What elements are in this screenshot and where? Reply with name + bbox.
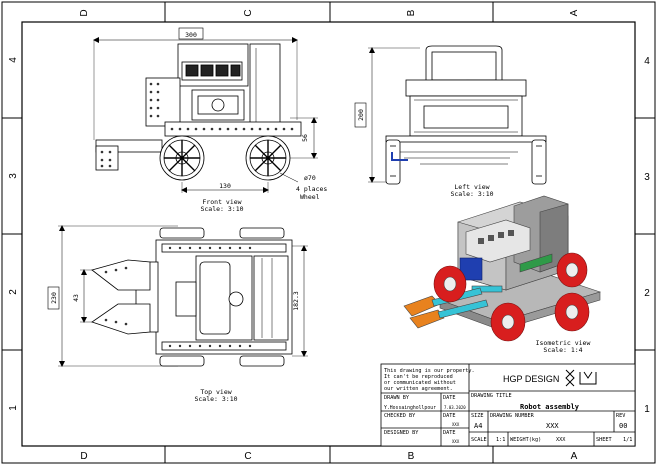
sheet-value: 1/1 [623, 437, 632, 443]
notice-line-3: or communicated without [384, 380, 456, 386]
title-block [380, 363, 636, 447]
front-dim-wheelbase-label: 130 [219, 182, 231, 190]
isometric-view-labels: Isometric view Scale: 1:4 [536, 339, 591, 354]
iso-view-title: Isometric view [536, 339, 591, 347]
drawn-date-label: DATE [443, 395, 456, 401]
drawing-title-label: DRAWING TITLE [471, 393, 512, 399]
zone-labels: D C B A D C B A 4 3 2 1 4 3 2 1 [8, 9, 650, 462]
front-wheel-left [159, 135, 205, 181]
rev-value: 00 [619, 422, 627, 430]
drawn-by-value: Y.Hossainghollpour [384, 405, 436, 411]
size-value: A4 [474, 422, 482, 430]
front-view-labels: 300 130 56 ø70 4 places Wheel Front view… [185, 31, 327, 213]
drawn-date-value: 7.03.2020 [444, 405, 466, 410]
top-view-scale: Scale: 3:10 [194, 395, 237, 403]
notice-line-2: It can't be reproduced [384, 374, 453, 380]
zone-left-2: 2 [8, 289, 19, 295]
zone-bottom-a: A [571, 451, 578, 462]
left-dim-height-label: 200 [357, 109, 365, 121]
front-view-scale: Scale: 3:10 [200, 205, 243, 213]
top-dim-length-label: 182.3 [292, 291, 300, 311]
zone-bottom-d: D [80, 451, 87, 462]
checked-by-label: CHECKED BY [384, 413, 416, 419]
top-view-labels: 230 43 182.3 Top view Scale: 3:10 [50, 291, 300, 403]
size-label: SIZE [471, 413, 484, 419]
front-dim-width-label: 300 [185, 31, 197, 39]
drawn-by-label: DRAWN BY [384, 395, 410, 401]
scale-label: SCALE [471, 437, 487, 443]
zone-bottom-b: B [408, 451, 415, 462]
isometric-view [403, 195, 601, 342]
drawing-number-value: XXX [546, 422, 559, 430]
weight-value: XXX [556, 437, 566, 443]
designed-by-label: DESIGNED BY [384, 430, 419, 436]
checked-date-value: XXX [452, 422, 460, 427]
notice-line-1: This drawing is our property. [384, 368, 475, 374]
front-view [93, 27, 318, 193]
rev-label: REV [616, 413, 625, 419]
iso-view-scale: Scale: 1:4 [543, 346, 582, 354]
left-view [354, 45, 547, 185]
front-note-line1: 4 places [296, 185, 327, 193]
front-dim-height-label: 56 [301, 134, 309, 142]
iso-wheel-back-right [556, 252, 588, 288]
front-note-line2: Wheel [300, 193, 320, 201]
sheet-label: SHEET [596, 437, 612, 443]
zone-right-1: 1 [644, 404, 650, 415]
zone-left-4: 4 [8, 57, 19, 63]
zone-top-a: A [569, 9, 580, 16]
company-name: HGP DESIGN [503, 374, 559, 384]
designed-date-value: XXX [452, 439, 460, 444]
zone-top-c: C [243, 9, 254, 16]
weight-label: WEIGHT(kg) [510, 437, 541, 443]
front-wheel-right [245, 135, 291, 181]
left-view-scale: Scale: 3:10 [450, 190, 493, 198]
title-block-text: This drawing is our property. It can't b… [384, 368, 632, 444]
zone-left-1: 1 [8, 405, 19, 411]
zone-left-3: 3 [8, 173, 19, 179]
drawing-title: Robot assembly [520, 403, 580, 411]
zone-top-d: D [79, 9, 90, 16]
checked-date-label: DATE [443, 413, 456, 419]
drawing-number-label: DRAWING NUMBER [490, 413, 535, 419]
iso-wheel-back-left [554, 292, 590, 332]
designed-date-label: DATE [443, 430, 456, 436]
scale-value: 1:1 [496, 437, 505, 443]
notice-line-4: our written agreement. [384, 386, 453, 392]
front-dim-wheel-label: ø70 [304, 174, 316, 182]
top-view [47, 225, 308, 367]
left-view-labels: 200 Left view Scale: 3:10 [357, 109, 494, 198]
iso-wheel-front-right [490, 302, 526, 342]
top-view-title: Top view [200, 388, 231, 396]
zone-right-2: 2 [644, 288, 650, 299]
iso-wheel-front-left [433, 265, 467, 303]
front-view-title: Front view [202, 198, 241, 206]
zone-top-b: B [406, 9, 417, 16]
top-dim-width-label: 230 [50, 292, 58, 304]
front-dim-width [93, 27, 298, 140]
top-dim-inner-label: 43 [72, 294, 80, 302]
zone-right-4: 4 [644, 56, 650, 67]
zone-bottom-c: C [244, 451, 251, 462]
left-view-title: Left view [454, 183, 489, 191]
zone-right-3: 3 [644, 172, 650, 183]
